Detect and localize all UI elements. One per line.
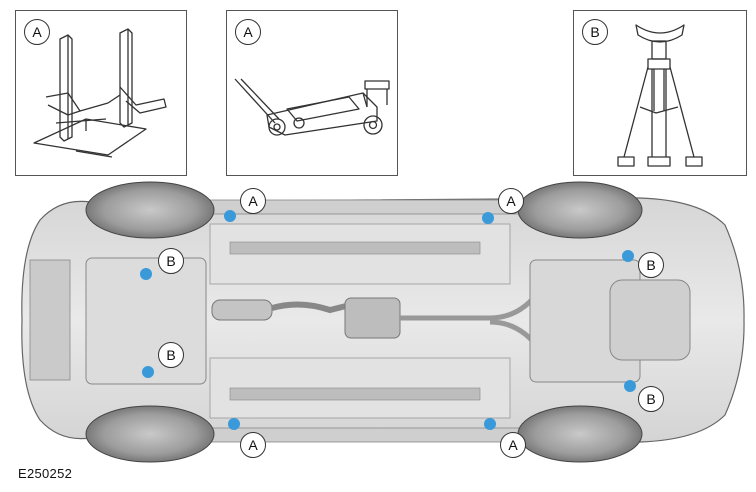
callout-label: B: [638, 386, 664, 412]
callout-label: A: [240, 188, 266, 214]
lift-point-front-right: [228, 418, 240, 430]
callout-label: B: [158, 248, 184, 274]
stand-point-front-right: [142, 366, 154, 378]
vehicle-underbody-drawing: [21, 181, 745, 463]
axle-stand-icon: [617, 24, 703, 167]
lift-point-rear-left: [482, 212, 494, 224]
callout-label: A: [500, 432, 526, 458]
stand-point-rear-right: [624, 380, 636, 392]
vehicle-underbody: A A A A B B B B: [0, 180, 756, 465]
callout-label: A: [498, 188, 524, 214]
panel-label: A: [235, 19, 261, 45]
stand-panel: B: [573, 10, 747, 176]
lift-panel: A: [15, 10, 187, 176]
callout-label: A: [240, 432, 266, 458]
stand-point-front-left: [140, 268, 152, 280]
callout-label: B: [638, 252, 664, 278]
two-post-lift-icon: [33, 28, 167, 158]
trolley-jack-icon: [234, 78, 390, 136]
jack-panel: A: [226, 10, 398, 176]
panel-label: B: [582, 19, 608, 45]
lift-point-front-left: [224, 210, 236, 222]
lift-point-rear-right: [484, 418, 496, 430]
callout-label: B: [158, 342, 184, 368]
panel-label: A: [24, 19, 50, 45]
figure-id: E250252: [18, 466, 73, 481]
stand-point-rear-left: [622, 250, 634, 262]
